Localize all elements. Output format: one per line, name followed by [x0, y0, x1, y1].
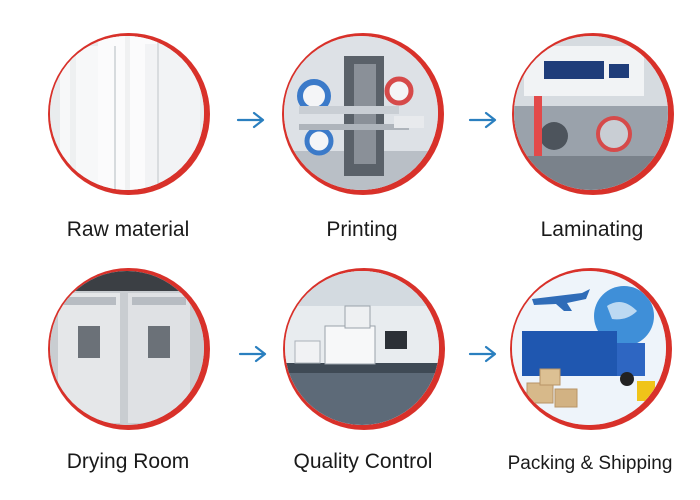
laminating-machine-icon [514, 36, 668, 190]
step-label: Laminating [540, 218, 644, 241]
arrow-right-icon [468, 110, 498, 130]
lab-equipment-icon [285, 271, 439, 425]
printing-press-icon [284, 36, 438, 190]
truck-plane-globe-icon [512, 271, 666, 425]
film-roll-icon [50, 36, 204, 190]
drying-cabinet-icon [50, 271, 204, 425]
arrow-right-icon [236, 110, 266, 130]
step-label: Packing & Shipping [507, 453, 673, 474]
step-label: Printing [326, 218, 398, 241]
step-label: Drying Room [66, 450, 190, 473]
arrow-right-icon [238, 344, 268, 364]
arrow-right-icon [468, 344, 498, 364]
step-label: Raw material [66, 218, 190, 241]
step-label: Quality Control [293, 450, 433, 473]
